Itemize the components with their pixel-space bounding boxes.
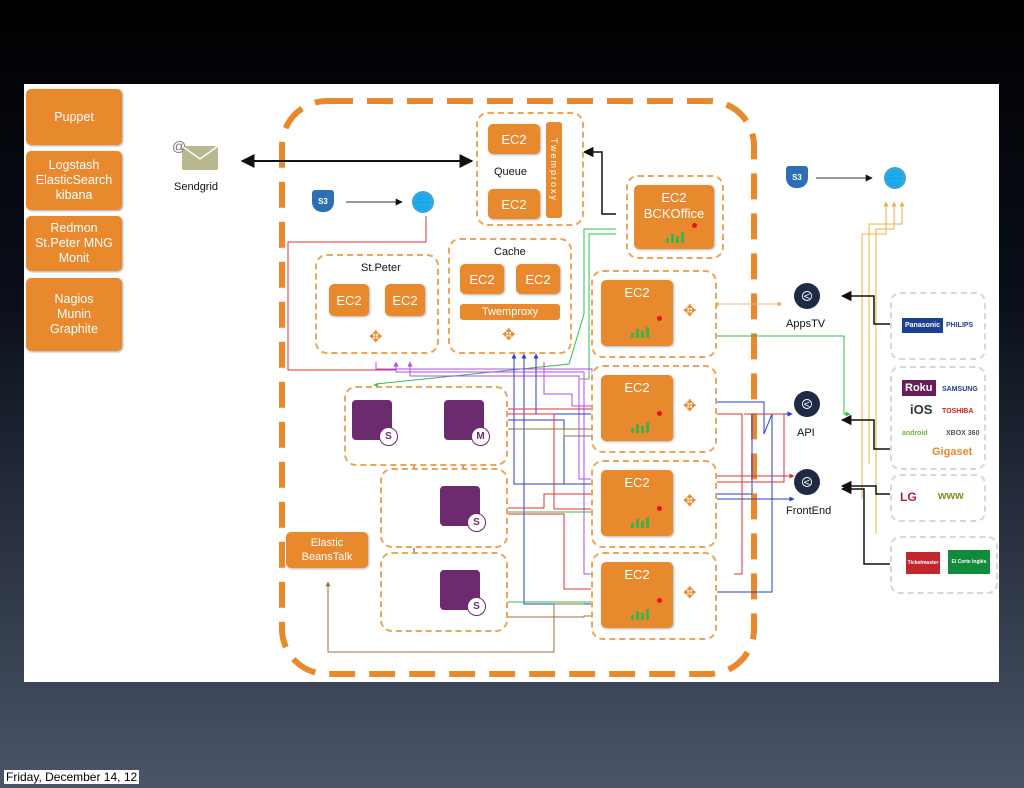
- bckoffice-group: EC2 BCKOffice: [626, 175, 724, 259]
- brand-philips: PHILIPS: [946, 322, 974, 329]
- stpeter-group: St.Peter EC2 EC2 ✥: [315, 254, 439, 354]
- client-web: LG www: [890, 474, 986, 522]
- queue-twemproxy: Twemproxy: [546, 122, 562, 218]
- stpeter-ec2-right: EC2: [385, 284, 425, 316]
- load-bars-icon: [631, 421, 651, 433]
- brand-www: www: [938, 490, 964, 502]
- load-balancer-icon: ✥: [369, 329, 383, 346]
- app-server-label: EC2: [624, 380, 650, 395]
- frontend-hub-icon: ⧀: [794, 469, 820, 495]
- diagram-canvas: [240, 98, 905, 677]
- load-bars-icon: [631, 608, 651, 620]
- frontend-label: FrontEnd: [786, 505, 832, 517]
- side-panel-label: Nagios Munin Graphite: [50, 292, 98, 336]
- brand-lg: LG: [900, 490, 917, 504]
- load-bars-icon: [666, 231, 686, 243]
- cache-label: Cache: [494, 246, 526, 258]
- app-server-label: EC2: [624, 567, 650, 582]
- app-server-2-ec2: EC2: [601, 375, 673, 441]
- elastic-beanstalk: Elastic BeansTalk: [286, 532, 368, 568]
- api-hub-icon: ⧀: [794, 391, 820, 417]
- app-server-4: EC2 ✥: [591, 552, 717, 640]
- app-server-3: EC2 ✥: [591, 460, 717, 548]
- side-panel-label: Logstash ElasticSearch kibana: [35, 158, 113, 202]
- slave-badge: S: [467, 513, 486, 532]
- cache-group: Cache EC2 EC2 Twemproxy ✥: [448, 238, 572, 354]
- queue-ec2-bottom: EC2: [488, 189, 540, 219]
- app-server-4-ec2: EC2: [601, 562, 673, 628]
- sendgrid-label: Sendgrid: [174, 181, 219, 193]
- stpeter-label: St.Peter: [361, 262, 401, 274]
- side-panel-label: Redmon St.Peter MNG Monit: [35, 221, 113, 265]
- cache-ec2-right: EC2: [516, 264, 560, 294]
- app-server-label: EC2: [624, 475, 650, 490]
- architecture-slide: Puppet Logstash ElasticSearch kibana Red…: [24, 84, 999, 682]
- client-tv-brands: Panasonic PHILIPS: [890, 292, 986, 360]
- status-dot: [657, 506, 662, 511]
- side-panel-metrics: Nagios Munin Graphite: [26, 278, 122, 351]
- load-bars-icon: [631, 326, 651, 338]
- queue-group: EC2 Queue EC2 Twemproxy: [476, 112, 584, 226]
- brand-toshiba: TOSHIBA: [942, 408, 974, 415]
- globe-icon-right: 🌐: [884, 167, 906, 189]
- db-master-icon: M: [444, 400, 490, 446]
- app-server-2: EC2 ✥: [591, 365, 717, 453]
- brand-android: android: [902, 430, 928, 437]
- brand-roku: Roku: [902, 380, 936, 396]
- load-balancer-icon: ✥: [683, 303, 697, 320]
- master-badge: M: [471, 427, 490, 446]
- cache-ec2-left: EC2: [460, 264, 504, 294]
- queue-label: Queue: [494, 166, 528, 178]
- db-slave-icon: S: [352, 400, 398, 446]
- side-panel-label: Puppet: [54, 109, 94, 124]
- app-server-1-ec2: EC2: [601, 280, 673, 346]
- stpeter-ec2-left: EC2: [329, 284, 369, 316]
- db-master-group: S M: [344, 386, 508, 466]
- cache-twemproxy: Twemproxy: [460, 304, 560, 320]
- queue-ec2-top: EC2: [488, 124, 540, 154]
- brand-panasonic: Panasonic: [902, 318, 944, 333]
- app-server-3-ec2: EC2: [601, 470, 673, 536]
- status-dot: [657, 411, 662, 416]
- api-label: API: [797, 427, 815, 439]
- app-server-label: EC2: [624, 285, 650, 300]
- load-balancer-icon: ✥: [683, 398, 697, 415]
- db-slave-icon: S: [440, 570, 486, 616]
- brand-el-corte-ingles: El Corte Inglés: [948, 550, 990, 574]
- brand-ios: iOS: [910, 402, 933, 417]
- db-slave-icon: S: [440, 486, 486, 532]
- appstv-label: AppsTV: [786, 318, 826, 330]
- load-bars-icon: [631, 516, 651, 528]
- brand-ticketmaster: Ticketmaster: [906, 552, 940, 574]
- db-slave-group-2: S: [380, 552, 508, 632]
- status-dot: [657, 598, 662, 603]
- slide-footer-date: Friday, December 14, 12: [4, 770, 140, 784]
- side-panel-puppet: Puppet: [26, 89, 122, 145]
- brand-samsung: SAMSUNG: [942, 386, 978, 393]
- status-dot: [657, 316, 662, 321]
- appstv-hub-icon: ⧀: [794, 283, 820, 309]
- side-panel-logging: Logstash ElasticSearch kibana: [26, 151, 122, 210]
- slave-badge: S: [379, 427, 398, 446]
- db-slave-group-1: S: [380, 468, 508, 548]
- s3-bucket-icon-right: S3: [786, 166, 808, 188]
- slave-badge: S: [467, 597, 486, 616]
- bckoffice-label: EC2 BCKOffice: [643, 190, 705, 221]
- app-server-1: EC2 ✥: [591, 270, 717, 358]
- brand-xbox: XBOX 360: [946, 430, 980, 437]
- bckoffice-ec2: EC2 BCKOffice: [634, 185, 714, 249]
- brand-gigaset: Gigaset: [932, 446, 973, 458]
- load-balancer-icon: ✥: [502, 327, 516, 344]
- load-balancer-icon: ✥: [683, 585, 697, 602]
- client-shops: Ticketmaster El Corte Inglés: [890, 536, 998, 594]
- globe-icon: 🌐: [412, 191, 434, 213]
- at-sign-icon: @: [172, 138, 187, 154]
- side-panel-monitoring: Redmon St.Peter MNG Monit: [26, 216, 122, 271]
- s3-bucket-icon: S3: [312, 190, 334, 212]
- status-dot: [692, 223, 697, 228]
- client-devices: Roku SAMSUNG iOS TOSHIBA android XBOX 36…: [890, 366, 986, 470]
- sendgrid-icon: @: [172, 138, 218, 170]
- load-balancer-icon: ✥: [683, 493, 697, 510]
